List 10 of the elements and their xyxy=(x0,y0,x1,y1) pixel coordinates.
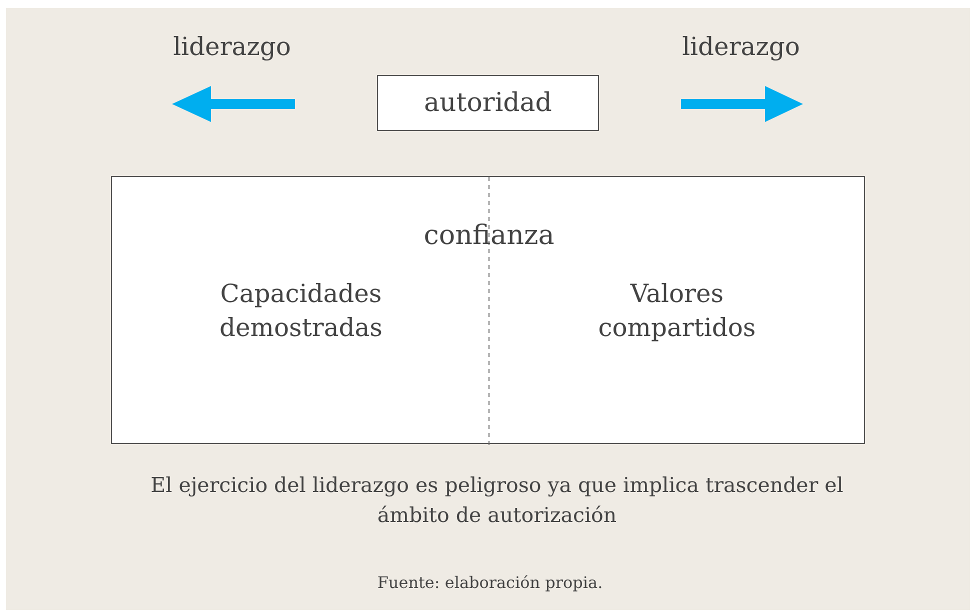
arrow-label: liderazgo xyxy=(681,31,801,63)
label-box xyxy=(377,75,599,131)
panel-heading: confianza xyxy=(422,219,556,253)
panel-text: Valores compartidos xyxy=(597,278,757,344)
box-label: autoridad xyxy=(423,87,553,120)
panel-box xyxy=(111,176,865,444)
source-note: Fuente: elaboración propia. xyxy=(376,572,604,594)
caption: El ejercicio del liderazgo es peligroso ya que implica trascender el ámbito de autorización xyxy=(150,472,844,529)
arrow-label: liderazgo xyxy=(172,31,292,63)
panel-text: Capacidades demostradas xyxy=(218,278,384,344)
